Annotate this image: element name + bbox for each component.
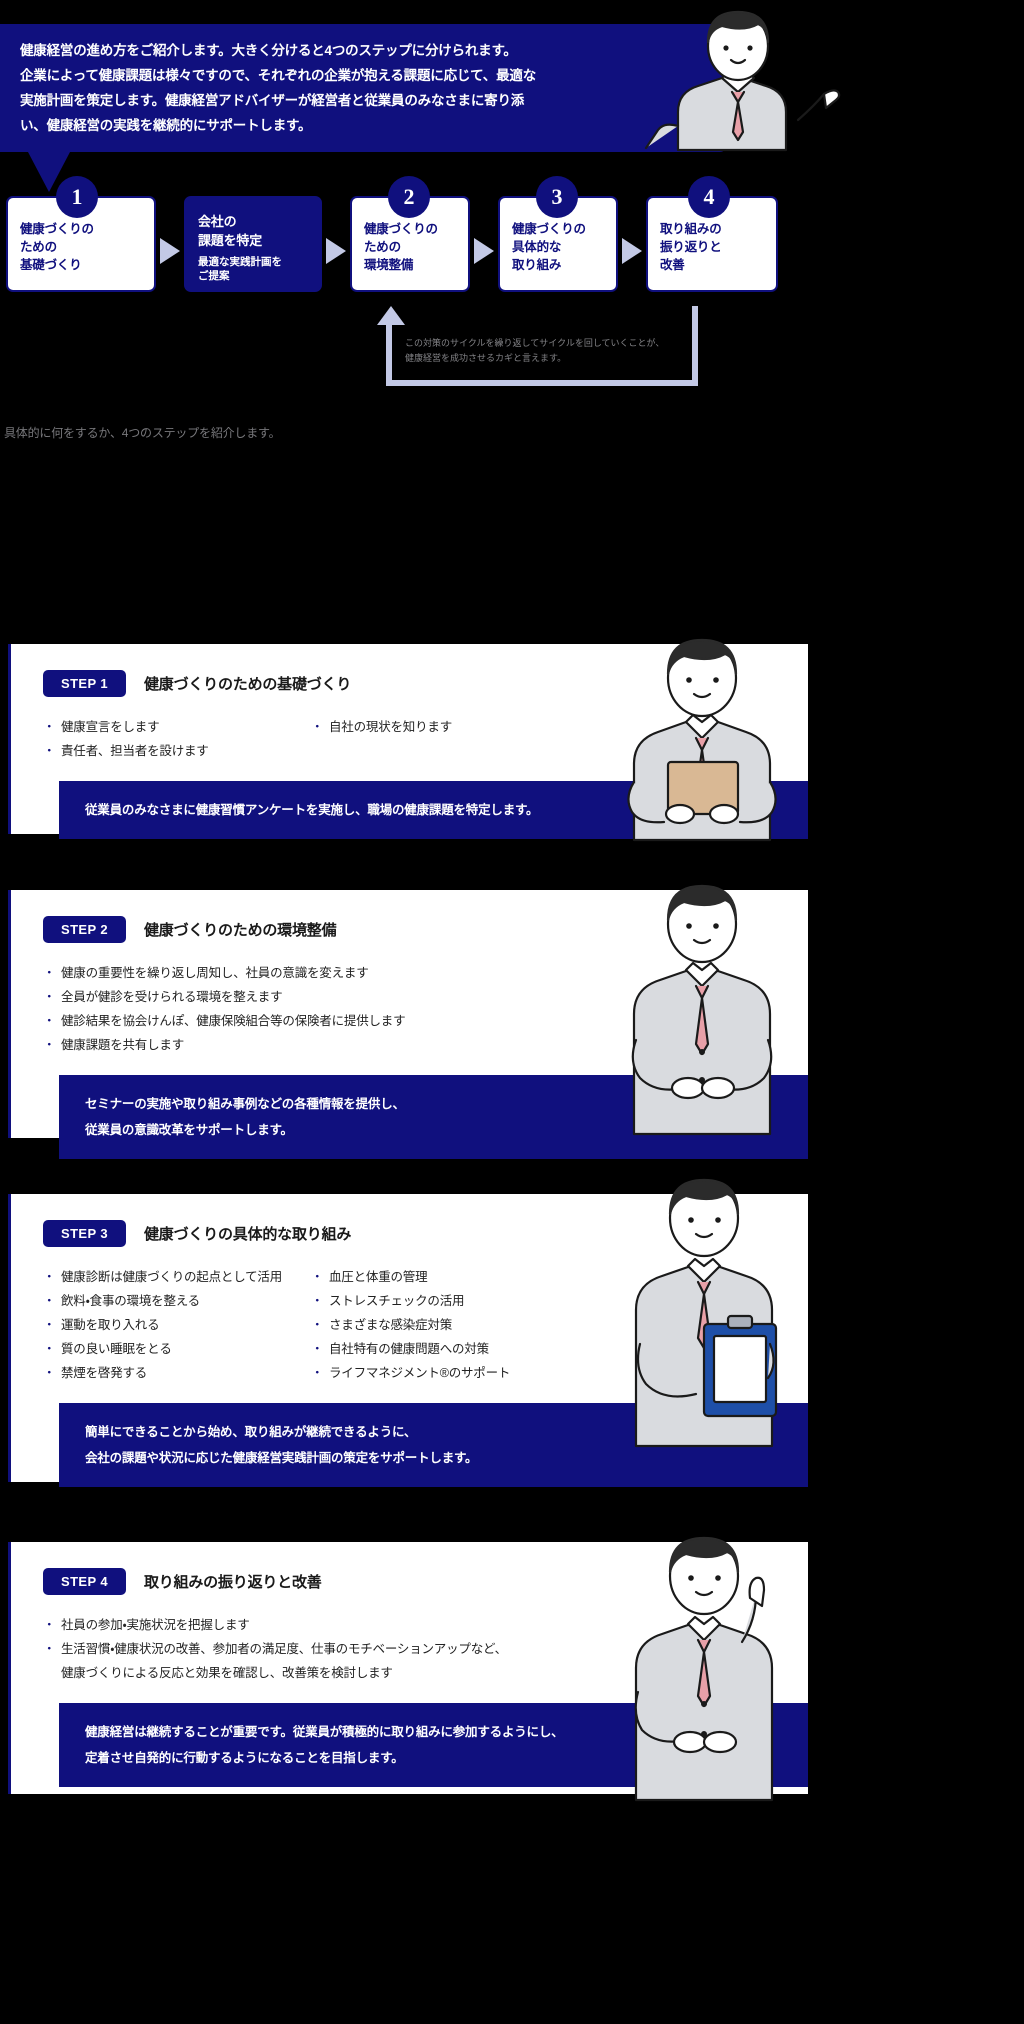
list-item: 血圧と体重の管理 <box>311 1265 510 1289</box>
flow-box-2[interactable]: 2 健康づくりの ための 環境整備 <box>350 176 470 292</box>
intro-line-1: 健康経営の進め方をご紹介します。大きく分けると4つのステップに分けられます。 <box>20 43 517 58</box>
step-2-band-line-2: 従業員の意識改革をサポートします。 <box>85 1123 293 1137</box>
step-2-bullets-col1: 健康の重要性を繰り返し周知し、社員の意識を変えます 全員が健診を受けられる環境を… <box>43 961 406 1057</box>
loop-note-line-2: 健康経営を成功させるカギと言えます。 <box>405 353 567 363</box>
step-3-bullets: 健康診断は健康づくりの起点として活用 飲料・食事の環境を整える 運動を取り入れる… <box>11 1247 808 1385</box>
list-item: 健康宣言をします <box>43 715 313 739</box>
list-item: 健康診断は健康づくりの起点として活用 <box>43 1265 313 1289</box>
presenter-illustration <box>620 0 850 160</box>
list-item: 自社の現状を知ります <box>311 715 452 739</box>
list-item: 健康課題を共有します <box>43 1033 405 1057</box>
step-4-badge: STEP 4 <box>43 1568 126 1595</box>
flow-box-4-line-1: 健康づくりの <box>512 222 586 236</box>
intro-line-2: 企業によって健康課題は様々ですので、それぞれの企業が抱える課題に応じて、最適な <box>20 68 536 83</box>
flow-box-1-line-2: ための <box>20 240 57 254</box>
loop-segment-vertical-left <box>386 324 392 386</box>
step-1-bullets-col1: 健康宣言をします 責任者、担当者を設けます <box>43 715 313 763</box>
list-item: ストレスチェックの活用 <box>311 1289 510 1313</box>
step-4-header: STEP 4 取り組みの振り返りと改善 <box>11 1542 808 1595</box>
step-1-badge: STEP 1 <box>43 670 126 697</box>
step-3-character-illustration <box>592 1148 817 1453</box>
step-2-badge: STEP 2 <box>43 916 126 943</box>
step-2-character-illustration <box>592 856 812 1141</box>
flow-box-5-line-2: 振り返りと <box>660 240 722 254</box>
step-3-band-line-1: 簡単にできることから始め、取り組みが継続できるように、 <box>85 1425 417 1439</box>
list-item-continuation: 健康づくりによる反応と効果を確認し、改善策を検討します <box>61 1666 393 1680</box>
flow-box-identify-issues[interactable]: 会社の 課題を特定 最適な実践計画を ご提案 <box>184 196 322 292</box>
intro-banner: 健康経営の進め方をご紹介します。大きく分けると4つのステップに分けられます。 企… <box>0 24 726 152</box>
step-3-band-line-2: 会社の課題や状況に応じた健康経営実践計画の策定をサポートします。 <box>85 1451 478 1465</box>
list-item: 生活習慣・健康状況の改善、参加者の満足度、仕事のモチベーションアップなど、 健康… <box>43 1637 507 1685</box>
list-item: 社員の参加・実施状況を把握します <box>43 1613 507 1637</box>
flow-box-3[interactable]: 3 健康づくりの 具体的な 取り組み <box>498 176 618 292</box>
loop-note-line-1: この対策のサイクルを繰り返してサイクルを回していくことが、 <box>405 338 665 348</box>
list-item: 全員が健診を受けられる環境を整えます <box>43 985 405 1009</box>
flow-box-1-line-1: 健康づくりの <box>20 222 94 236</box>
intro-line-4: い、健康経営の実践を継続的にサポートします。 <box>20 118 312 133</box>
section-lead-text: 具体的に何をするか、4つのステップを紹介します。 <box>4 426 281 440</box>
step-2-title: 健康づくりのための環境整備 <box>143 922 337 939</box>
flow-box-1-line-3: 基礎づくり <box>20 258 82 272</box>
flow-box-3-line-2: ための <box>364 240 401 254</box>
list-item: 質の良い睡眠をとる <box>43 1337 313 1361</box>
flow-box-1[interactable]: 1 健康づくりの ための 基礎づくり <box>6 176 156 292</box>
flow-box-2-sub-1: 最適な実践計画を <box>198 256 282 268</box>
list-item: 飲料・食事の環境を整える <box>43 1289 313 1313</box>
flow-box-3-line-3: 環境整備 <box>364 258 414 272</box>
step-2-band-line-1: セミナーの実施や取り組み事例などの各種情報を提供し、 <box>85 1097 405 1111</box>
list-item: 運動を取り入れる <box>43 1313 313 1337</box>
step-3-bullets-col1: 健康診断は健康づくりの起点として活用 飲料・食事の環境を整える 運動を取り入れる… <box>43 1265 313 1385</box>
list-item: 健康の重要性を繰り返し周知し、社員の意識を変えます <box>43 961 405 985</box>
flow-box-4[interactable]: 4 取り組みの 振り返りと 改善 <box>646 176 778 292</box>
flow-box-3-line-1: 健康づくりの <box>364 222 438 236</box>
flow-number-4: 4 <box>688 176 730 218</box>
step-4-band-line-2: 定着させ自発的に行動するようになることを目指します。 <box>85 1751 404 1765</box>
list-item: 自社特有の健康問題への対策 <box>311 1337 510 1361</box>
step-1-bullets-col2: 自社の現状を知ります <box>311 715 452 763</box>
step-4-band-line-1: 健康経営は継続することが重要です。従業員が積極的に取り組みに参加するようにし、 <box>85 1725 564 1739</box>
list-item: 健診結果を協会けんぽ、健康保険組合等の保険者に提供します <box>43 1009 406 1033</box>
intro-line-3: 実施計画を策定します。健康経営アドバイザーが経営者と従業員のみなさまに寄り添 <box>20 93 525 108</box>
feedback-loop-arrow <box>370 306 700 386</box>
loop-arrowhead-icon <box>377 306 405 325</box>
flow-box-4-line-3: 取り組み <box>512 258 562 272</box>
step-1-band-line-1: 従業員のみなさまに健康習慣アンケートを実施し、職場の健康課題を特定します。 <box>85 803 539 817</box>
flow-box-2-line-2: 課題を特定 <box>198 233 263 248</box>
step-4-bullets-col1: 社員の参加・実施状況を把握します 生活習慣・健康状況の改善、参加者の満足度、仕事… <box>43 1613 507 1685</box>
flow-box-2-sub-2: ご提案 <box>198 270 230 282</box>
step-flow-diagram: 1 健康づくりの ための 基礎づくり 会社の 課題を特定 最適な実践計画を ご提… <box>0 176 790 306</box>
step-1-header: STEP 1 健康づくりのための基礎づくり <box>11 644 808 697</box>
loop-note: この対策のサイクルを繰り返してサイクルを回していくことが、 健康経営を成功させる… <box>405 336 695 366</box>
loop-segment-vertical-right <box>692 306 698 386</box>
loop-segment-horizontal <box>386 380 698 386</box>
step-1-title: 健康づくりのための基礎づくり <box>143 676 352 693</box>
flow-box-2-line-1: 会社の <box>198 214 237 229</box>
step-2-header: STEP 2 健康づくりのための環境整備 <box>11 890 808 943</box>
step-1-bullets: 健康宣言をします 責任者、担当者を設けます 自社の現状を知ります <box>11 697 808 763</box>
flow-box-4-line-2: 具体的な <box>512 240 562 254</box>
flow-number-3: 3 <box>536 176 578 218</box>
flow-box-5-line-1: 取り組みの <box>660 222 722 236</box>
step-3-title: 健康づくりの具体的な取り組み <box>143 1226 352 1243</box>
flow-arrow-3 <box>474 238 494 264</box>
step-4-character-illustration <box>592 1502 817 1807</box>
flow-arrow-4 <box>622 238 642 264</box>
step-4-title: 取り組みの振り返りと改善 <box>143 1574 322 1591</box>
flow-arrow-2 <box>326 238 346 264</box>
step-3-badge: STEP 3 <box>43 1220 126 1247</box>
flow-arrow-1 <box>160 238 180 264</box>
flow-number-2: 2 <box>388 176 430 218</box>
list-item: さまざまな感染症対策 <box>311 1313 510 1337</box>
list-item: ライフマネジメント®のサポート <box>311 1361 510 1385</box>
list-item-text: 生活習慣・健康状況の改善、参加者の満足度、仕事のモチベーションアップなど、 <box>61 1642 507 1656</box>
step-3-bullets-col2: 血圧と体重の管理 ストレスチェックの活用 さまざまな感染症対策 自社特有の健康問… <box>311 1265 510 1385</box>
step-2-bullets: 健康の重要性を繰り返し周知し、社員の意識を変えます 全員が健診を受けられる環境を… <box>11 943 808 1057</box>
step-4-bullets: 社員の参加・実施状況を把握します 生活習慣・健康状況の改善、参加者の満足度、仕事… <box>11 1595 808 1685</box>
flow-number-1: 1 <box>56 176 98 218</box>
flow-box-5-line-3: 改善 <box>660 258 685 272</box>
step-3-header: STEP 3 健康づくりの具体的な取り組み <box>11 1194 808 1247</box>
step-1-character-illustration <box>592 612 812 847</box>
list-item: 責任者、担当者を設けます <box>43 739 313 763</box>
list-item: 禁煙を啓発する <box>43 1361 313 1385</box>
